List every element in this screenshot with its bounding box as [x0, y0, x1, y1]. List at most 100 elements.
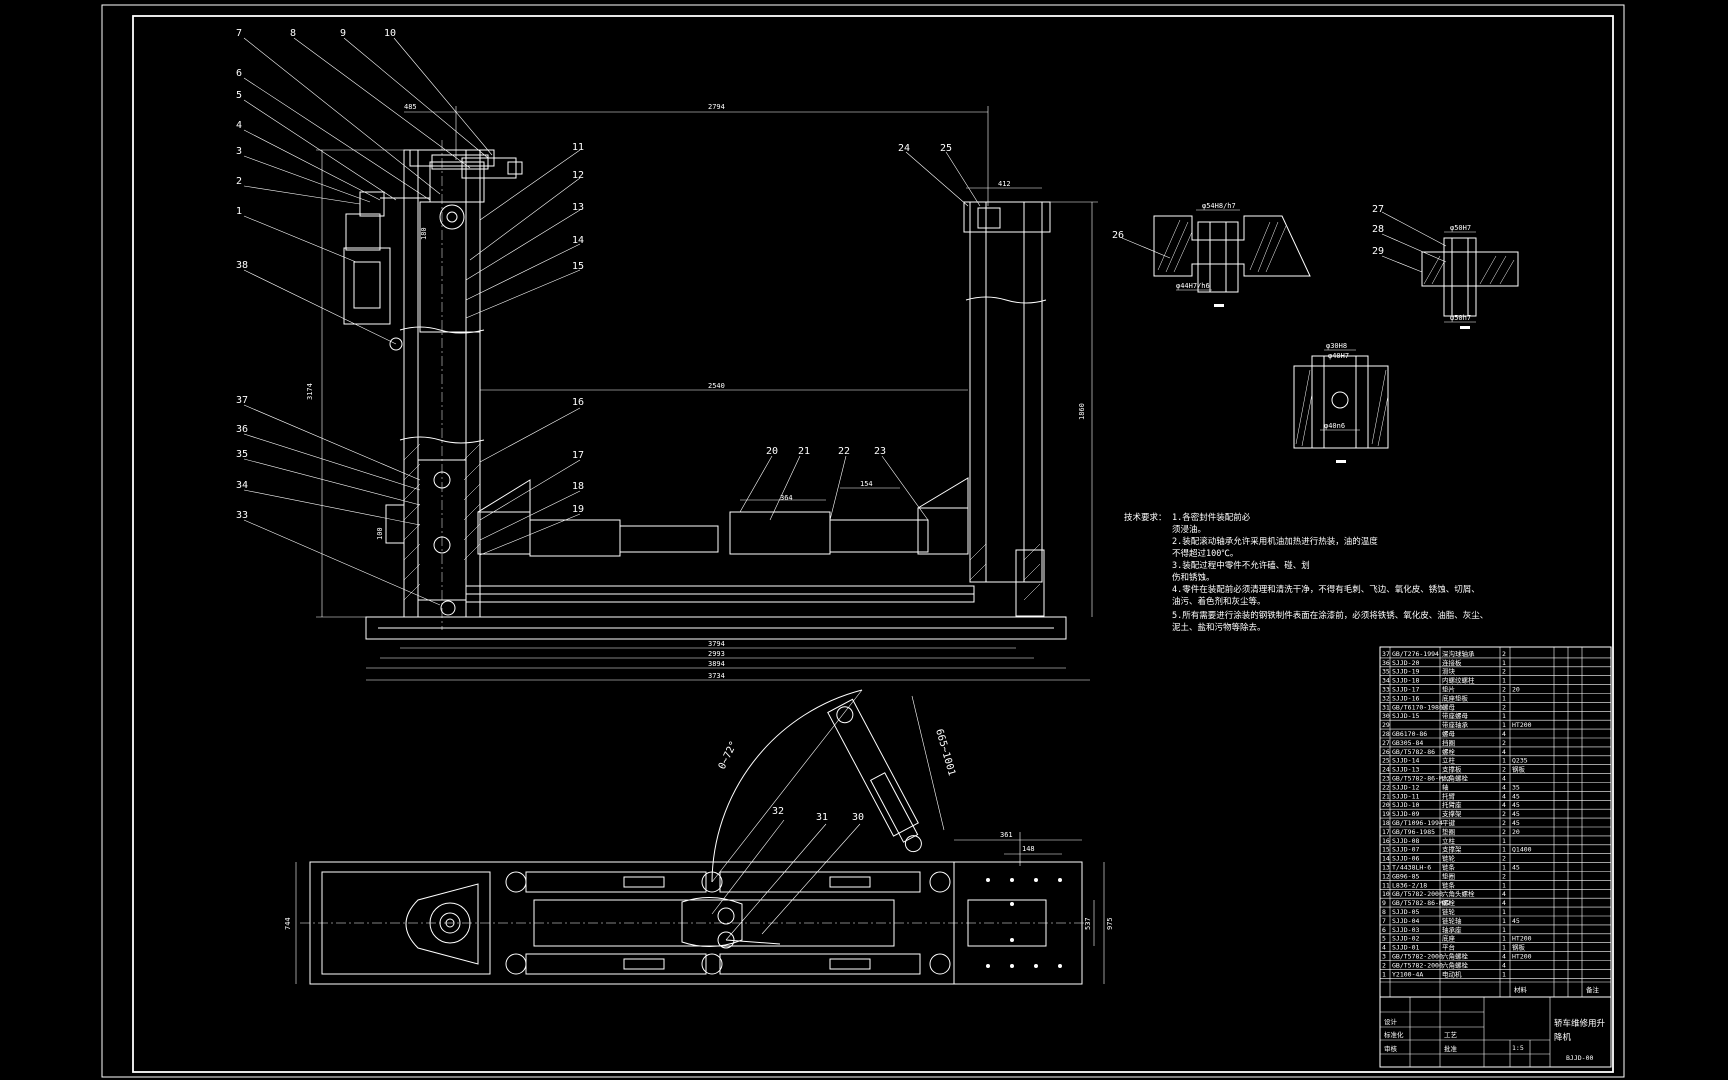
dim-cylinder-stroke: 665~1001	[933, 728, 957, 777]
bom-cell: 底座	[1442, 934, 1456, 943]
bom-cell: 1	[1502, 881, 1506, 889]
fit-7: φ40n6	[1324, 422, 1345, 430]
bom-cell: 35	[1512, 783, 1520, 791]
bom-cell: GB/T5782-2000	[1392, 890, 1443, 898]
part-label: 38	[236, 260, 248, 271]
tech-req-line: 泥土、盐和污物等除去。	[1172, 622, 1266, 633]
bom-cell: 3	[1382, 953, 1386, 961]
bom-cell: 1	[1502, 908, 1506, 916]
bom-cell: 2	[1502, 872, 1506, 880]
bom-cell: 12	[1382, 872, 1390, 880]
bom-cell: 26	[1382, 748, 1390, 756]
bom-cell: 15	[1382, 846, 1390, 854]
bom-remark-header: 备注	[1586, 985, 1600, 994]
bom-cell: 1	[1502, 659, 1506, 667]
dim-plan-right-height: 537	[1084, 917, 1092, 930]
bom-cell: 六角头螺栓	[1442, 889, 1475, 898]
part-label: 21	[798, 446, 810, 457]
bom-cell: 1	[1502, 721, 1506, 729]
part-label: 6	[236, 68, 242, 79]
bom-cell: 31	[1382, 703, 1390, 711]
tech-req-line: 油污、着色剂和灰尘等。	[1172, 596, 1266, 607]
bom-cell: Q1400	[1512, 846, 1532, 854]
bom-cell: 20	[1382, 801, 1390, 809]
dim-left-small: 100	[376, 527, 384, 540]
bom-cell: 1	[1502, 926, 1506, 934]
bom-cell: 4	[1502, 961, 1506, 969]
bom-cell: 9	[1382, 899, 1386, 907]
bom-cell: 4	[1502, 953, 1506, 961]
bom-cell: 2	[1502, 668, 1506, 676]
bom-cell: 1	[1382, 970, 1386, 978]
bom-cell: 2	[1502, 686, 1506, 694]
dim-top-offset: 485	[404, 103, 417, 111]
bom-cell: 2	[1502, 766, 1506, 774]
dim-top-span: 2794	[708, 103, 725, 111]
outer-border	[101, 4, 1625, 1078]
bom-cell: 六角螺栓	[1442, 952, 1469, 961]
bom-cell: 30	[1382, 712, 1390, 720]
bom-cell: SJJD-06	[1392, 855, 1419, 863]
bom-cell: 14	[1382, 855, 1390, 863]
part-labels-top: 8 9 10	[290, 28, 396, 39]
part-label: 2	[236, 176, 242, 187]
part-label: 25	[940, 143, 952, 154]
bom-cell: HT200	[1512, 953, 1532, 961]
bom-cell: 垫片	[1442, 685, 1455, 694]
leader-lines	[243, 37, 981, 606]
part-label: 29	[1372, 246, 1384, 257]
bom-cell: T/4438LH-6	[1392, 864, 1431, 872]
bom-cell: 立柱	[1442, 836, 1456, 845]
part-label: 18	[572, 481, 584, 492]
bom-cell: 16	[1382, 837, 1390, 845]
part-label: 8	[290, 28, 296, 39]
bom-cell: 内螺纹螺柱	[1442, 676, 1475, 685]
part-label: 5	[236, 90, 242, 101]
tech-req-line: 4.零件在装配前必须清理和清洗干净，不得有毛刺、飞边、氧化皮、锈蚀、切屑、	[1172, 584, 1480, 595]
dim-tube-len: 364	[780, 494, 793, 502]
bom-cell: 1	[1502, 712, 1506, 720]
tech-req-line: 2.装配滚动轴承允许采用机油加热进行热装，油的温度	[1172, 536, 1378, 547]
bom-cell: 35	[1382, 668, 1390, 676]
bom-cell: 20	[1512, 686, 1520, 694]
bom-cell: SJJD-20	[1392, 659, 1419, 667]
bom-cell: 深沟球轴承	[1442, 649, 1475, 658]
bom-cell: 33	[1382, 686, 1390, 694]
dim-arc-angle: 0~72°	[717, 739, 740, 771]
part-label: 4	[236, 120, 242, 131]
fit-2: φ44H7/h6	[1176, 282, 1210, 290]
bom-cell: 45	[1512, 864, 1520, 872]
bom-cell: 45	[1512, 792, 1520, 800]
bom-cell: 2	[1502, 739, 1506, 747]
bom-cell: 28	[1382, 730, 1390, 738]
bom-cell: HT200	[1512, 935, 1532, 943]
part-label: 33	[236, 510, 248, 521]
bom-cell: 37	[1382, 650, 1390, 658]
bom-cell: 链轮	[1442, 854, 1456, 863]
bom-cell: 1	[1502, 944, 1506, 952]
dim-right-post-width: 412	[998, 180, 1011, 188]
bom-cell: 立柱	[1442, 756, 1456, 765]
part-label: 19	[572, 504, 584, 515]
bom-cell: 支撑架	[1442, 845, 1462, 854]
bom-cell: 5	[1382, 935, 1386, 943]
dim-right-height: 1860	[1078, 403, 1086, 420]
bom-cell: 18	[1382, 819, 1390, 827]
tech-req-line: 伤和锈蚀。	[1172, 572, 1215, 583]
bom-cell: 21	[1382, 792, 1390, 800]
title-cell: 批准	[1444, 1044, 1458, 1053]
bom-cell: SJJD-01	[1392, 944, 1419, 952]
dim-plan-right-inner: 148	[1022, 845, 1035, 853]
bom-cell: 平键	[1442, 818, 1456, 827]
bom-cell: 27	[1382, 739, 1390, 747]
bom-cell: 1	[1502, 757, 1506, 765]
part-label: 37	[236, 395, 248, 406]
bom-cell: 24	[1382, 766, 1390, 774]
bom-cell: GB/T5782-86	[1392, 748, 1435, 756]
dim-plan-right-total: 975	[1106, 917, 1114, 930]
bom-cell: GB6170-86	[1392, 730, 1427, 738]
bom-cell: 钢板	[1512, 943, 1526, 952]
tech-req-line: 须浸油。	[1172, 524, 1206, 535]
tech-req-line: 3.装配过程中零件不允许磕、碰、划	[1172, 560, 1310, 571]
